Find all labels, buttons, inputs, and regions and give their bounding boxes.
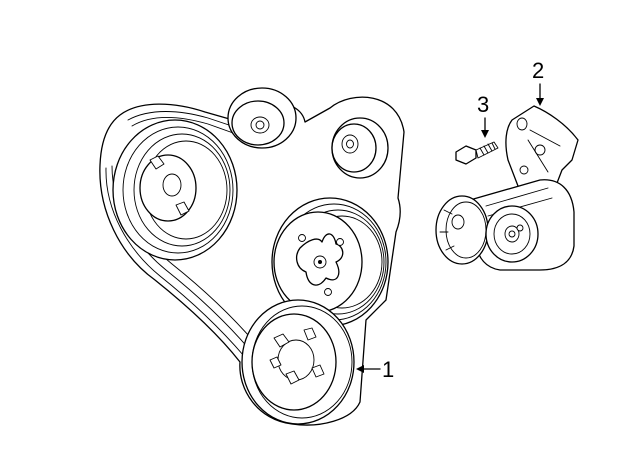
callout-label: 1 (382, 357, 394, 382)
large-pulley (112, 119, 238, 261)
belt-rib (105, 167, 245, 357)
callout-2: 2 (532, 58, 544, 106)
tensioner-bolt[interactable] (455, 141, 499, 165)
belt-rib (127, 111, 239, 129)
idler-pulley (227, 87, 297, 149)
tensioner-pulley (331, 117, 389, 179)
callout-label: 2 (532, 58, 544, 83)
water-pump-pulley (241, 299, 355, 425)
callout-label: 3 (477, 92, 489, 117)
serpentine-belt-assembly[interactable] (99, 87, 405, 426)
belt-rib (131, 117, 237, 135)
alternator-pulley (271, 197, 389, 327)
callout-3: 3 (477, 92, 489, 138)
callout-1: 1 (356, 357, 394, 382)
belt-tensioner[interactable] (435, 105, 579, 271)
